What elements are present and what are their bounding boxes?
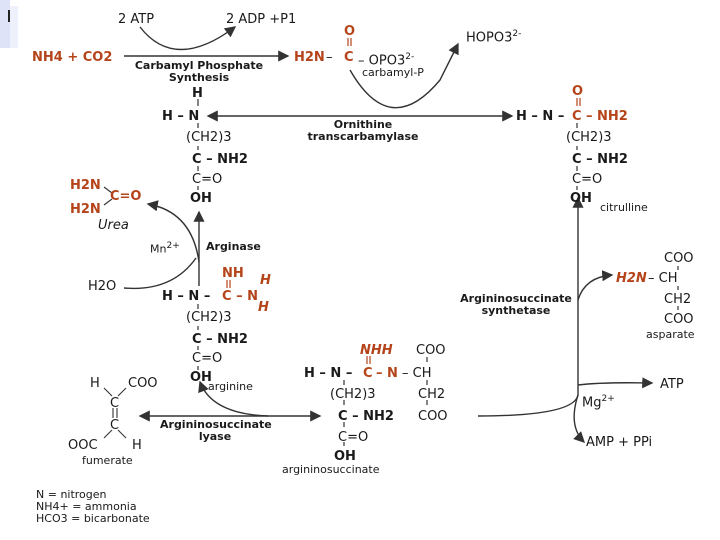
arginine-co: C=O (192, 351, 223, 366)
as-ch2-chain: (CH2)3 (330, 387, 376, 402)
hopo3-label: HOPO32- (466, 29, 522, 46)
cursor-mark (8, 10, 10, 22)
nh4-co2-label: NH4 + CO2 (32, 50, 113, 65)
aspartate-coo-top: COO (664, 251, 694, 266)
citrulline-name: citrulline (600, 201, 648, 214)
urea-release-arrow (146, 200, 200, 263)
as-coo-bottom: COO (418, 409, 448, 424)
carbamyl-h2n: H2N (294, 50, 325, 65)
fumerate-c-bottom: C (110, 418, 120, 433)
adp-label: 2 ADP +P1 (226, 12, 297, 27)
urea-co: C=O (110, 189, 142, 204)
arginine-hn: H – N – (162, 289, 211, 304)
citrulline-o: O (572, 84, 584, 99)
urea-name: Urea (98, 218, 129, 233)
aspartate-input-arrow (577, 270, 614, 301)
as-nhh: NHH (360, 343, 393, 358)
arginine-return-arrow (198, 380, 269, 417)
as-cnh2: C – NH2 (338, 409, 394, 424)
ornithine-transcarbamylase-enzyme: Ornithine transcarbamylase (307, 118, 419, 143)
arginine-cnh2: C – NH2 (192, 332, 248, 347)
arginine-oh: OH (190, 370, 212, 385)
citrulline-hn: H – N – (516, 109, 565, 124)
amp-ppi-label: AMP + PPi (586, 435, 653, 450)
fumerate-h-top: H (90, 376, 100, 391)
legend-nitrogen: N = nitrogen (36, 488, 107, 501)
aspartate-ch2: CH2 (664, 292, 692, 307)
argininosuccinate-synthetase-enzyme: Argininosuccinate synthetase (460, 292, 572, 317)
atp-input-arrow (577, 377, 654, 389)
arginine-ch2: (CH2)3 (186, 310, 232, 325)
phosphate-release-arrow (349, 42, 459, 109)
ornithine-co: C=O (192, 172, 223, 187)
citrulline-ch2: (CH2)3 (566, 130, 612, 145)
aspartate-h2n: H2N (616, 271, 647, 286)
legend-ammonia: NH4+ = ammonia (36, 500, 137, 513)
atp-input-label: ATP (660, 377, 684, 392)
ornithine-oh: OH (190, 191, 212, 206)
citrulline-c: C (572, 109, 582, 124)
water-label: H2O (88, 279, 117, 294)
carbamyl-c: C (344, 50, 354, 65)
as-ch2-branch: CH2 (418, 387, 446, 402)
fumerate-coo: COO (128, 376, 158, 391)
legend-bicarbonate: HCO3 = bicarbonate (36, 512, 150, 525)
mg-cofactor: Mg2+ (582, 394, 615, 411)
aspartate-ch: – CH (648, 271, 678, 286)
citrulline-co: C=O (572, 172, 603, 187)
argininosuccinate-lyase-enzyme: Argininosuccinate lyase (160, 418, 272, 443)
as-ch: – CH (402, 366, 432, 381)
ornithine-hn: H – N (162, 109, 200, 124)
fumerate-name: fumerate (82, 454, 133, 467)
carbamyl-opo3: – OPO32- (358, 52, 415, 69)
aspartate-name: asparate (646, 328, 695, 341)
argininosuccinate-name: argininosuccinate (282, 463, 380, 476)
arginine-name: arginine (208, 380, 253, 393)
atp-label: 2 ATP (118, 12, 155, 27)
citrulline-oh: OH (570, 191, 592, 206)
carbamyl-phosphate-synthesis-enzyme: Carbamyl Phosphate Synthesis (134, 59, 264, 84)
fumerate-ooc: OOC (68, 438, 98, 453)
mn-cofactor: Mn2+ (150, 241, 180, 256)
ornithine-h: H (192, 86, 203, 101)
amp-output-arrow (573, 394, 585, 443)
urea-h2n-bottom: H2N (70, 202, 101, 217)
as-n: – N (376, 366, 398, 381)
carbamyl-dash: – (326, 50, 333, 65)
water-input-arrow (123, 257, 197, 290)
aspartate-coo-bottom: COO (664, 312, 694, 327)
arginine-cn: C – N (222, 289, 258, 304)
atp-arc-arrow (139, 26, 237, 51)
citrulline-nh2: – NH2 (586, 109, 628, 124)
fumerate-h-bottom: H (132, 438, 142, 453)
as-coo-top: COO (416, 343, 446, 358)
as-c: C (363, 366, 373, 381)
arginine-h-bottom: H (258, 300, 269, 315)
slide-decoration (0, 0, 10, 48)
as-hn: H – N – (304, 366, 353, 381)
ornithine-cnh2: C – NH2 (192, 152, 248, 167)
carbamyl-o: O (344, 24, 356, 39)
as-co: C=O (338, 430, 369, 445)
citrulline-cnh2: C – NH2 (572, 152, 628, 167)
arginine-nh: NH (222, 266, 244, 281)
as-oh: OH (334, 449, 356, 464)
slide-decoration-light (10, 6, 18, 48)
urea-h2n-top: H2N (70, 178, 101, 193)
fumerate-c-top: C (110, 396, 120, 411)
arginine-h-top: H (260, 273, 271, 288)
ornithine-ch2: (CH2)3 (186, 130, 232, 145)
carbamyl-p-name: carbamyl-P (362, 66, 424, 79)
arginase-enzyme: Arginase (206, 240, 261, 253)
